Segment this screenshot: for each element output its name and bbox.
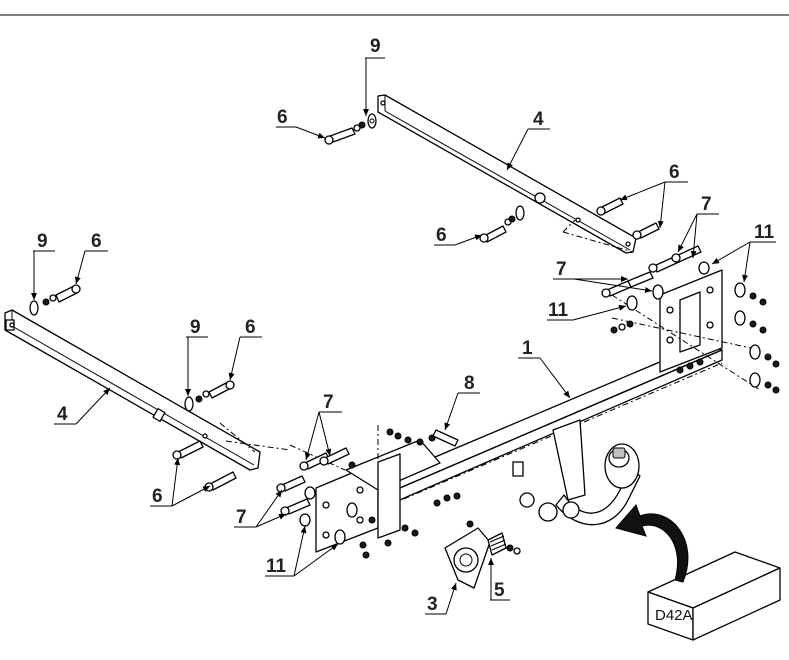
right-bolt-cluster bbox=[601, 245, 780, 394]
callout-11-right: 11 bbox=[754, 222, 775, 243]
callout-9-left: 9 bbox=[37, 231, 48, 252]
callout-7-mid-right: 7 bbox=[556, 259, 567, 280]
socket-plate bbox=[444, 520, 491, 589]
callout-6-top-left: 6 bbox=[277, 107, 288, 128]
callout-9-top: 9 bbox=[370, 36, 381, 57]
callout-3: 3 bbox=[427, 594, 438, 615]
curved-arrow-icon bbox=[615, 504, 689, 583]
right-bracket bbox=[611, 269, 761, 391]
callout-6-left-middle: 6 bbox=[245, 317, 256, 338]
upper-frame-bar bbox=[377, 94, 637, 254]
callout-6-left: 6 bbox=[91, 231, 102, 252]
callout-11-mid-right: 11 bbox=[548, 300, 569, 321]
left-bolt-cluster bbox=[276, 428, 461, 559]
callout-6-right: 6 bbox=[669, 162, 680, 183]
callout-8: 8 bbox=[464, 373, 475, 394]
callout-6-bottom-left: 6 bbox=[152, 486, 163, 507]
left-frame-bar bbox=[4, 309, 291, 471]
callout-leaders bbox=[31, 57, 776, 615]
callout-7-bottom-left: 7 bbox=[236, 507, 247, 528]
left-bar-fasteners bbox=[29, 284, 237, 492]
callout-5: 5 bbox=[494, 580, 505, 601]
callout-11-bottom-left: 11 bbox=[266, 556, 287, 577]
instruction-box bbox=[647, 551, 781, 641]
spring-clip bbox=[487, 532, 521, 556]
upper-bar-fasteners bbox=[324, 113, 660, 253]
instruction-box-code: D42A bbox=[655, 607, 693, 624]
callout-4-left: 4 bbox=[57, 404, 68, 425]
callout-6-middle: 6 bbox=[436, 225, 447, 246]
tow-ball-assembly bbox=[512, 419, 641, 526]
callout-9-left-middle: 9 bbox=[190, 317, 201, 338]
callout-7-right: 7 bbox=[701, 194, 712, 215]
callout-7-middle-left: 7 bbox=[323, 392, 334, 413]
callout-4-top: 4 bbox=[533, 109, 544, 130]
callout-1: 1 bbox=[522, 338, 533, 359]
